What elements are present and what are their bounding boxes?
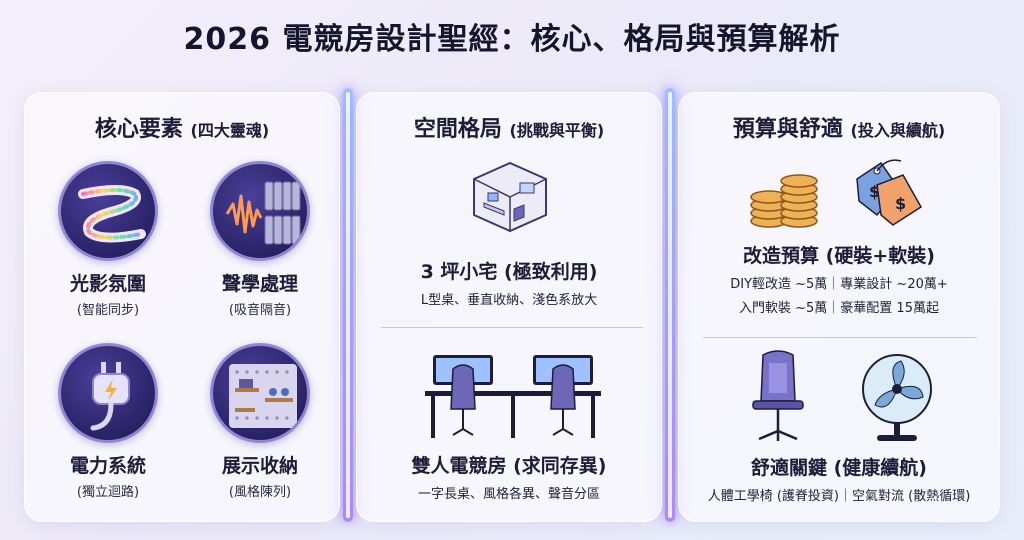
layout-heading: 空間格局 (挑戰與平衡) <box>413 117 605 142</box>
small-room-icon <box>470 159 550 239</box>
gaming-chair-icon <box>747 349 809 449</box>
core-item-display: 展示收納 (風格陳列) <box>185 343 335 500</box>
core-panel: 核心要素 (四大靈魂) 光影氛圍 (智能同步) 聲學處理 (吸音隔音) <box>24 92 340 522</box>
svg-text:$: $ <box>869 182 880 201</box>
fan-icon <box>857 351 937 449</box>
core-item-sub: (獨立迴路) <box>76 485 140 500</box>
section-divider <box>381 327 643 328</box>
core-item-lighting: 光影氛圍 (智能同步) <box>33 161 183 318</box>
core-item-power: 電力系統 (獨立迴路) <box>33 343 183 500</box>
core-item-sub: (智能同步) <box>76 303 140 318</box>
budget-panel: 預算與舒適 (投入與續航) $ $ 改造預算 (硬裝+軟裝) DIY輕改造 ~5… <box>678 92 1000 522</box>
budget-cost-line1: DIY輕改造 ~5萬｜專業設計 ~20萬+ <box>730 277 948 292</box>
power-plug-icon <box>58 343 158 443</box>
comfort-title: 舒適關鍵 (健康續航) <box>751 457 927 479</box>
core-item-label: 聲學處理 <box>221 273 298 295</box>
budget-cost-line2: 入門軟裝 ~5萬｜豪華配置 15萬起 <box>739 301 939 316</box>
glow-divider-right <box>665 88 675 522</box>
core-item-label: 電力系統 <box>69 455 146 477</box>
comfort-desc: 人體工學椅 (護脊投資)｜空氣對流 (散熱循環) <box>707 489 971 504</box>
layout-panel: 空間格局 (挑戰與平衡) 3 坪小宅 (極致利用) L型桌、垂直收納、淺色系放大… <box>356 92 662 522</box>
led-strip-icon <box>58 161 158 261</box>
svg-text:$: $ <box>895 194 906 213</box>
core-item-acoustic: 聲學處理 (吸音隔音) <box>185 161 335 318</box>
page-title: 2026 電競房設計聖經：核心、格局與預算解析 <box>183 22 841 57</box>
dual-desk-icon <box>423 349 603 445</box>
core-heading: 核心要素 (四大靈魂) <box>94 117 270 142</box>
small-room-title: 3 坪小宅 (極致利用) <box>420 261 598 283</box>
small-room-desc: L型桌、垂直收納、淺色系放大 <box>420 293 598 308</box>
core-item-sub: (吸音隔音) <box>228 303 292 318</box>
budget-cost-title: 改造預算 (硬裝+軟裝) <box>743 245 935 267</box>
core-item-label: 展示收納 <box>221 455 298 477</box>
core-item-sub: (風格陳列) <box>228 485 292 500</box>
acoustic-panel-icon <box>210 161 310 261</box>
coins-icon <box>749 159 819 235</box>
dual-room-desc: 一字長桌、風格各異、聲音分區 <box>417 487 600 502</box>
price-tag-icon: $ $ <box>847 155 931 239</box>
dual-room-title: 雙人電競房 (求同存異) <box>411 455 607 477</box>
section-divider <box>703 337 977 338</box>
core-item-label: 光影氛圍 <box>69 273 146 295</box>
budget-heading: 預算與舒適 (投入與續航) <box>732 117 946 142</box>
pegboard-icon <box>210 343 310 443</box>
glow-divider-left <box>343 88 353 522</box>
